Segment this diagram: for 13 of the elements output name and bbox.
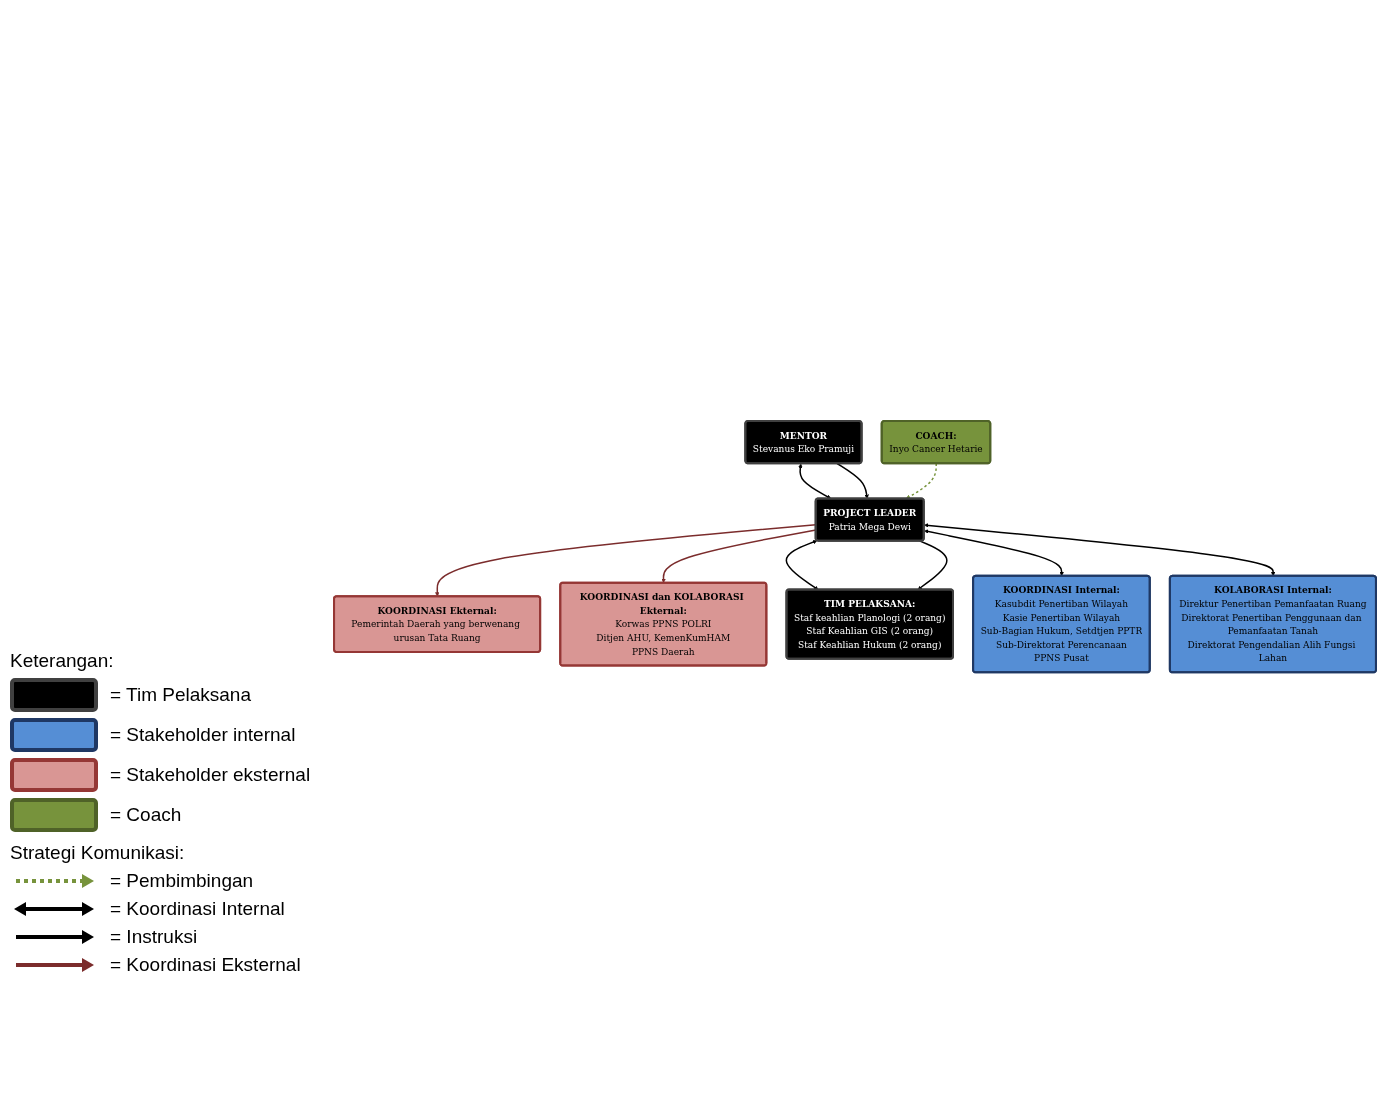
legend-heading: Strategi Komunikasi: [10,842,186,864]
legend-text: = Tim Pelaksana [110,684,251,706]
legend-text: = Instruksi [110,926,198,948]
arrow [924,529,1064,577]
arrow [924,523,1276,577]
legend-text: = Stakeholder internal [110,724,296,746]
legend-heading: Keterangan: [10,650,115,672]
legend-text: = Pembimbingan [110,870,254,892]
arrow [435,524,817,597]
legend-text: = Koordinasi Eksternal [110,954,301,976]
legend-text: = Coach [110,804,182,826]
legend-text: = Stakeholder eksternal [110,764,311,786]
legend-text: = Koordinasi Internal [110,898,285,920]
